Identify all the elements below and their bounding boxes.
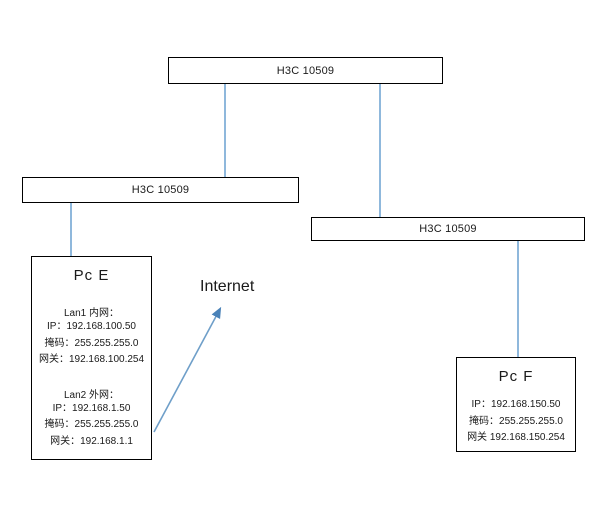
switch-core-label: H3C 10509 [276, 64, 335, 77]
switch-core[interactable]: H3C 10509 [168, 57, 443, 84]
link-core-to-right-switch [379, 84, 381, 218]
host-pc-e[interactable]: Pc E Lan1 内网： IP：192.168.100.50 掩码：255.2… [31, 256, 152, 460]
link-right-switch-to-pc-f [517, 238, 519, 357]
pc-e-lan1-ip: IP：192.168.100.50 [47, 321, 136, 332]
pc-e-lan2-name: Lan2 外网： [63, 389, 120, 401]
link-core-to-left-switch [224, 84, 226, 177]
internet-label: Internet [200, 278, 255, 295]
pc-e-lan1-gateway: 网关：192.168.100.254 [38, 354, 145, 365]
pc-e-lan1-name: Lan1 内网： [63, 308, 120, 319]
switch-right-label: H3C 10509 [419, 223, 477, 235]
switch-left[interactable]: H3C 10509 [22, 177, 299, 203]
host-pc-e-title: Pc E [73, 267, 110, 284]
pc-e-lan1-mask: 掩码：255.255.255.0 [44, 337, 139, 349]
pc-f-interface: IP：192.168.150.50 掩码：255.255.255.0 网关 19… [457, 397, 575, 447]
pc-f-gateway: 网关 192.168.150.254 [467, 432, 565, 443]
host-pc-f[interactable]: Pc F IP：192.168.150.50 掩码：255.255.255.0 … [456, 357, 576, 452]
link-left-switch-to-pc-e [70, 202, 72, 256]
pc-e-lan2-mask: 掩码：255.255.255.0 [44, 419, 139, 430]
switch-right[interactable]: H3C 10509 [311, 217, 585, 241]
switch-left-label: H3C 10509 [131, 184, 190, 196]
pc-f-ip: IP：192.168.150.50 [471, 399, 561, 410]
host-pc-f-title: Pc F [498, 368, 534, 385]
pc-f-mask: 掩码：255.255.255.0 [469, 415, 563, 427]
internet-uplink-arrow [153, 306, 222, 433]
pc-e-interface-lan1: Lan1 内网： IP：192.168.100.50 掩码：255.255.25… [32, 304, 151, 369]
pc-e-interface-lan2: Lan2 外网： IP：192.168.1.50 掩码：255.255.255.… [32, 386, 151, 451]
pc-e-lan2-ip: IP：192.168.1.50 [52, 402, 131, 414]
pc-e-lan2-gateway: 网关：192.168.1.1 [50, 435, 133, 447]
